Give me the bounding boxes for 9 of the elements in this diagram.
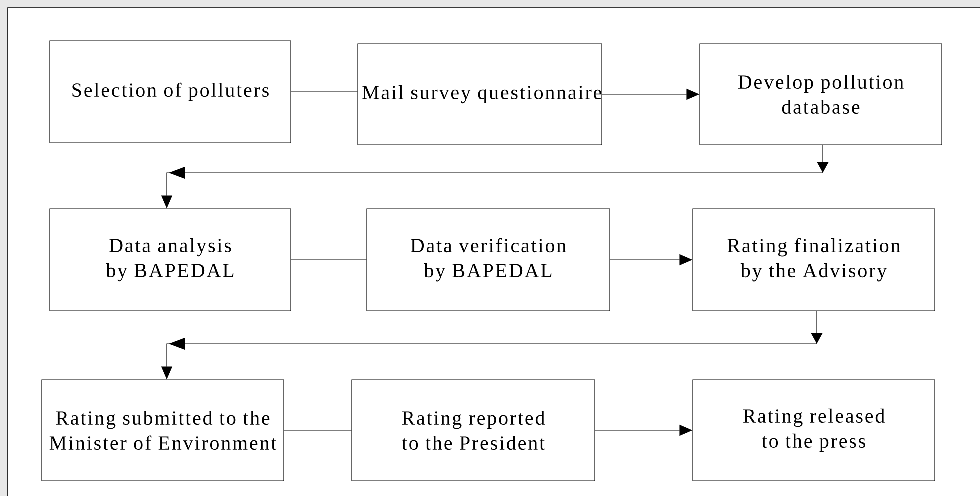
process-box: Rating finalization by the Advisory [692,208,936,312]
process-box: Rating released to the press [692,380,936,482]
process-box: Rating reported to the President [352,380,596,482]
process-box: Data analysis by BAPEDAL [50,208,292,312]
process-box: Mail survey questionnaire [358,44,602,146]
process-box: Develop pollution database [700,44,942,146]
process-box: Selection of polluters [50,40,292,144]
process-box: Rating submitted to the Minister of Environment [42,380,284,482]
process-box: Data verification by BAPEDAL [366,208,610,312]
